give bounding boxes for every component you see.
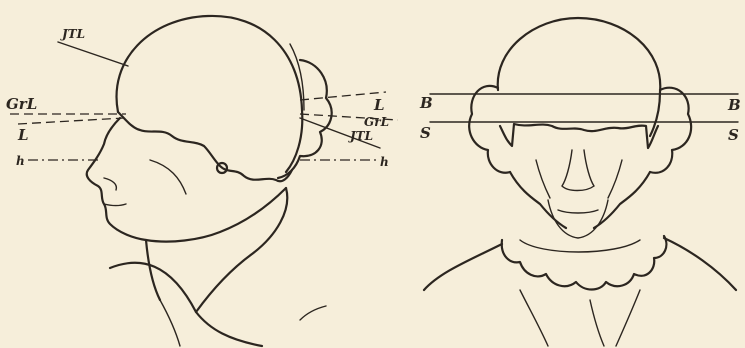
label-jtl-right: JTL	[348, 129, 373, 143]
frontal-skull-base-outline	[500, 124, 658, 148]
frontal-cheek-left	[536, 160, 550, 198]
frontal-coat-center	[590, 300, 604, 346]
frontal-labels: B B S S	[419, 94, 741, 144]
frontal-beard-outline	[548, 200, 608, 238]
frontal-coat-left	[520, 290, 548, 346]
profile-shoulder-line	[110, 263, 262, 346]
frontal-shoulder-right	[664, 238, 736, 290]
frontal-ruff-inner	[520, 240, 640, 252]
profile-coat-line	[160, 300, 180, 346]
profile-head-drawing	[87, 16, 332, 346]
profile-collar-outline	[196, 188, 287, 312]
frontal-cranium-outline	[498, 18, 661, 136]
label-b-left: B	[419, 94, 433, 112]
profile-reference-lines	[10, 42, 398, 160]
l-line-left	[18, 118, 124, 124]
jtl-line-left	[58, 42, 128, 66]
label-l-right: L	[373, 96, 385, 114]
label-grl-right: GrL	[364, 115, 389, 129]
profile-cranium-outline	[117, 16, 303, 172]
label-l-left: L	[17, 126, 29, 144]
label-jtl-left: JTL	[60, 27, 85, 41]
profile-mouth-line	[104, 204, 126, 206]
profile-labels: JTL GrL L h L GrL JTL h	[6, 27, 389, 169]
label-h-right: h	[380, 155, 389, 169]
label-b-right: B	[727, 96, 741, 114]
profile-skull-base-outline	[118, 112, 292, 181]
label-grl-left: GrL	[6, 95, 37, 113]
frontal-nose-line	[562, 150, 594, 191]
profile-cheek-line	[150, 160, 186, 194]
label-h-left: h	[16, 154, 25, 168]
frontal-head-drawing	[424, 18, 736, 346]
label-s-right: S	[728, 126, 739, 144]
frontal-cheek-right	[608, 160, 622, 198]
frontal-shoulder-left	[424, 244, 502, 290]
frontal-mouth-line	[558, 210, 598, 213]
frontal-reference-lines	[430, 94, 738, 122]
label-s-left: S	[420, 124, 431, 142]
profile-nose-line	[104, 178, 116, 190]
frontal-face-outline	[510, 172, 650, 228]
profile-neck-line	[146, 240, 160, 300]
frontal-left-hair-puff	[469, 86, 510, 173]
profile-coat-fold	[300, 306, 326, 320]
frontal-coat-right	[616, 290, 640, 346]
